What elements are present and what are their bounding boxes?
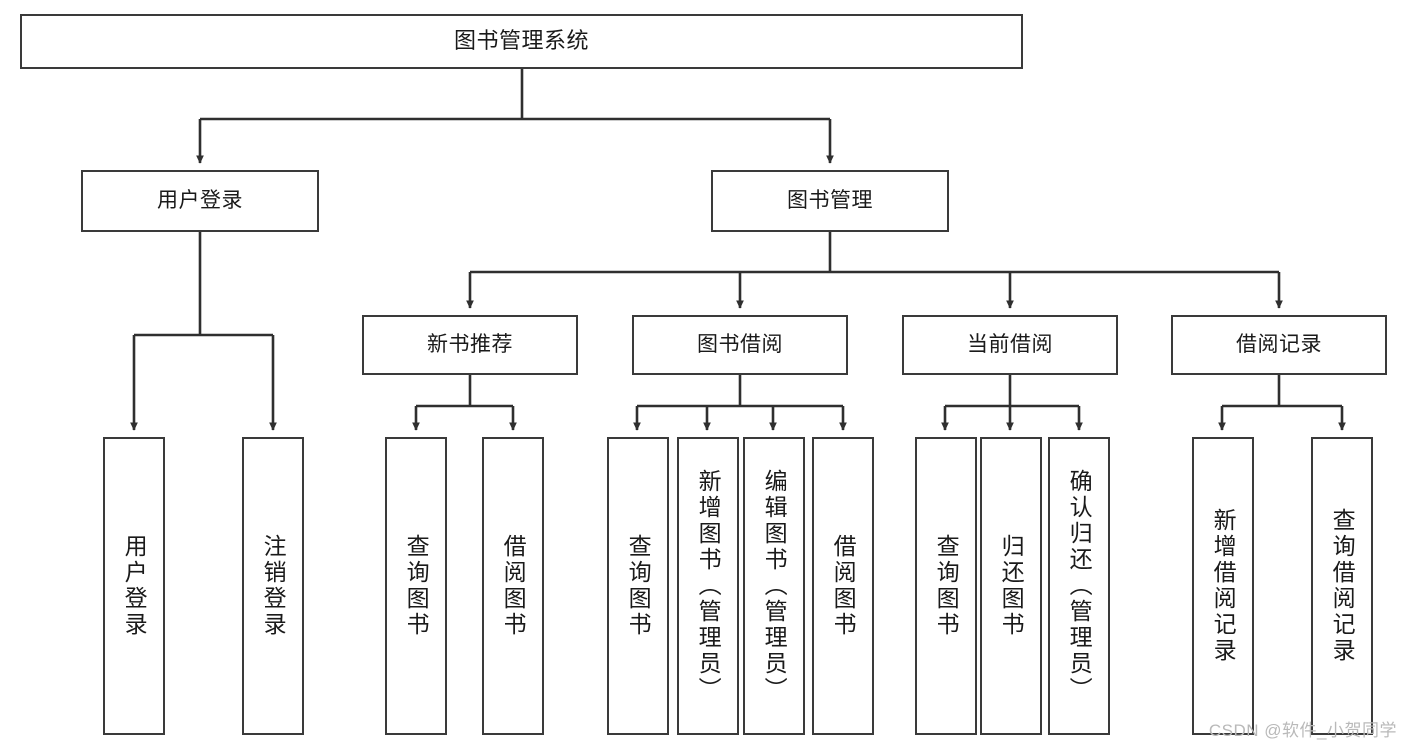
leaf-borrow-record-query[interactable]: 查询借阅记录 xyxy=(1311,437,1373,735)
leaf-new-book-query[interactable]: 查询图书 xyxy=(385,437,447,735)
node-label: 借阅记录 xyxy=(1236,333,1322,357)
node-label: 图书管理系统 xyxy=(453,28,589,54)
node-label: 用户登录 xyxy=(121,534,148,638)
leaf-book-borrow-add[interactable]: 新增图书（管理员） xyxy=(677,437,739,735)
node-label: 查询借阅记录 xyxy=(1329,508,1356,664)
leaf-book-borrow-edit[interactable]: 编辑图书（管理员） xyxy=(743,437,805,735)
node-label: 图书管理 xyxy=(787,189,873,213)
node-borrow-record[interactable]: 借阅记录 xyxy=(1171,315,1387,375)
node-label: 确认归还（管理员） xyxy=(1066,469,1093,703)
node-label: 注销登录 xyxy=(260,534,287,638)
node-book-management[interactable]: 图书管理 xyxy=(711,170,949,232)
leaf-book-borrow-lend[interactable]: 借阅图书 xyxy=(812,437,874,735)
node-label: 归还图书 xyxy=(998,534,1025,638)
node-root-system[interactable]: 图书管理系统 xyxy=(20,14,1023,69)
node-label: 图书借阅 xyxy=(697,333,783,357)
node-user-login[interactable]: 用户登录 xyxy=(81,170,319,232)
node-book-borrow[interactable]: 图书借阅 xyxy=(632,315,848,375)
node-label: 编辑图书（管理员） xyxy=(761,469,788,703)
leaf-new-book-borrow[interactable]: 借阅图书 xyxy=(482,437,544,735)
watermark: CSDN @软件_小贺同学 xyxy=(1208,721,1397,740)
node-label: 查询图书 xyxy=(933,534,960,638)
node-current-borrow[interactable]: 当前借阅 xyxy=(902,315,1118,375)
node-label: 借阅图书 xyxy=(500,534,527,638)
node-label: 新增图书（管理员） xyxy=(695,469,722,703)
leaf-user-login-login[interactable]: 用户登录 xyxy=(103,437,165,735)
leaf-user-login-logout[interactable]: 注销登录 xyxy=(242,437,304,735)
leaf-current-borrow-return[interactable]: 归还图书 xyxy=(980,437,1042,735)
node-label: 新增借阅记录 xyxy=(1210,508,1237,664)
leaf-borrow-record-add[interactable]: 新增借阅记录 xyxy=(1192,437,1254,735)
node-label: 查询图书 xyxy=(625,534,652,638)
leaf-current-borrow-confirm-return[interactable]: 确认归还（管理员） xyxy=(1048,437,1110,735)
node-label: 查询图书 xyxy=(403,534,430,638)
leaf-current-borrow-query[interactable]: 查询图书 xyxy=(915,437,977,735)
node-label: 用户登录 xyxy=(157,189,243,213)
node-label: 新书推荐 xyxy=(427,333,513,357)
node-label: 当前借阅 xyxy=(967,333,1053,357)
leaf-book-borrow-query[interactable]: 查询图书 xyxy=(607,437,669,735)
node-new-book-recommend[interactable]: 新书推荐 xyxy=(362,315,578,375)
node-label: 借阅图书 xyxy=(830,534,857,638)
